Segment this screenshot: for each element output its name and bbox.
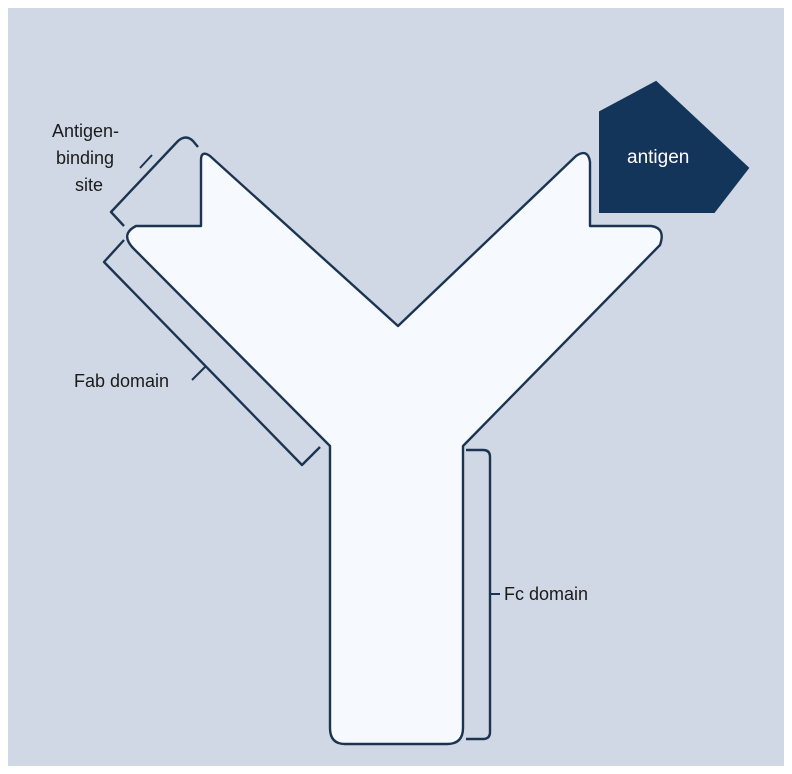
- antigen-binding-site-label-line2: binding: [56, 148, 114, 168]
- fc-domain-label: Fc domain: [504, 584, 588, 604]
- antigen-binding-site-label-line1: Antigen-: [52, 121, 119, 141]
- antigen-label: antigen: [627, 147, 689, 168]
- antigen-binding-site-label-line3: site: [75, 175, 103, 195]
- fab-domain-label: Fab domain: [74, 371, 169, 391]
